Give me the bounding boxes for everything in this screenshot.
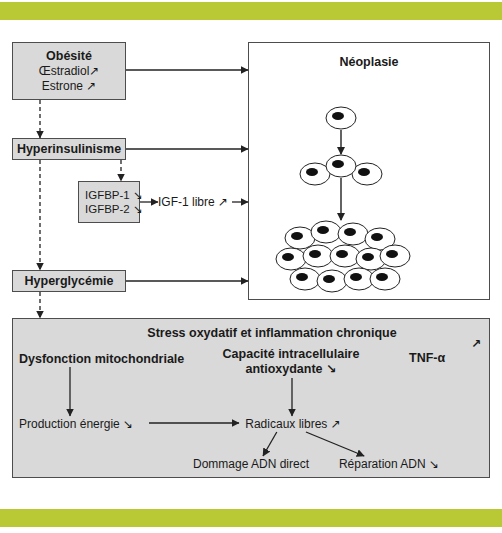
arrow-connector bbox=[69, 367, 70, 416]
nucleus bbox=[350, 273, 362, 281]
cell bbox=[344, 268, 374, 290]
node-label: Radicaux libres ↗ bbox=[245, 417, 340, 432]
growth-arrow bbox=[340, 178, 341, 220]
dashed-arrow bbox=[39, 100, 40, 138]
process-box: IGFBP-1 ↘IGFBP-2 ↘ bbox=[78, 181, 140, 223]
text-node: Capacité intracellulaire antioxydante ↘ bbox=[213, 346, 369, 378]
nucleus bbox=[376, 273, 388, 281]
cell bbox=[380, 245, 410, 267]
node-label: Néoplasie bbox=[339, 55, 398, 70]
header-band bbox=[0, 2, 502, 20]
text-node: Réparation ADN ↘ bbox=[327, 456, 451, 472]
arrow-connector bbox=[126, 69, 248, 70]
cell bbox=[330, 245, 360, 267]
node-label: Dysfonction mitochondriale bbox=[19, 352, 184, 367]
nucleus bbox=[323, 275, 335, 283]
nucleus bbox=[336, 250, 348, 258]
node-text: TNF-α bbox=[409, 351, 459, 366]
node-text: Estrone ↗ bbox=[42, 79, 97, 94]
nucleus bbox=[362, 253, 374, 261]
node-text: Œstradiol↗ bbox=[39, 64, 100, 79]
process-box: Hyperinsulinisme bbox=[12, 138, 126, 160]
node-label: IGF-1 libre ↗ bbox=[158, 195, 228, 210]
arrow-connector bbox=[232, 201, 248, 202]
growth-arrow bbox=[340, 130, 341, 154]
nucleus bbox=[358, 168, 370, 176]
node-text: ↗ bbox=[471, 337, 487, 352]
cell bbox=[326, 155, 356, 177]
node-label: IGFBP-1 ↘ bbox=[85, 188, 143, 202]
node-label: Stress oxydatif et inflammation chroniqu… bbox=[122, 326, 422, 341]
nucleus bbox=[332, 112, 344, 120]
arrow-connector bbox=[306, 432, 364, 456]
cell bbox=[326, 107, 356, 129]
nucleus bbox=[291, 232, 303, 240]
nucleus bbox=[344, 228, 356, 236]
nucleus bbox=[317, 226, 329, 234]
cell bbox=[300, 163, 330, 185]
arrow-connector bbox=[291, 378, 292, 416]
text-node: Production énergie ↘ bbox=[19, 416, 149, 432]
node-label: Obésité bbox=[46, 49, 92, 64]
text-node: Dommage ADN direct bbox=[191, 456, 311, 472]
text-node: Dysfonction mitochondriale bbox=[19, 351, 195, 367]
cell bbox=[290, 268, 320, 290]
cell bbox=[276, 248, 306, 270]
nucleus bbox=[306, 168, 318, 176]
nucleus bbox=[371, 233, 383, 241]
arrow-connector bbox=[149, 422, 239, 423]
text-node: Radicaux libres ↗ bbox=[239, 416, 347, 432]
cell bbox=[338, 223, 368, 245]
cell bbox=[311, 221, 341, 243]
nucleus bbox=[386, 250, 398, 258]
nucleus bbox=[282, 253, 294, 261]
arrow-connector bbox=[126, 148, 248, 149]
arrow-connector bbox=[140, 201, 158, 202]
node-text: IGFBP-2 ↘ bbox=[85, 202, 143, 216]
text-node: IGF-1 libre ↗ bbox=[158, 194, 232, 210]
cell bbox=[303, 245, 333, 267]
arrow-connector bbox=[126, 280, 248, 281]
node-label: Dommage ADN direct bbox=[193, 457, 309, 472]
dashed-arrow bbox=[120, 160, 121, 181]
nucleus bbox=[309, 250, 321, 258]
node-label: Capacité intracellulaire antioxydante ↘ bbox=[213, 347, 369, 377]
node-label: Production énergie ↘ bbox=[19, 417, 133, 432]
outcome-box: Néoplasie bbox=[248, 42, 490, 300]
node-label: Réparation ADN ↘ bbox=[339, 457, 439, 472]
mechanism-box: Stress oxydatif et inflammation chroniqu… bbox=[12, 318, 490, 478]
dashed-arrow bbox=[39, 160, 40, 270]
process-box: Hyperglycémie bbox=[12, 270, 126, 292]
process-box: ObésitéŒstradiol↗Estrone ↗ bbox=[12, 42, 126, 100]
nucleus bbox=[332, 160, 344, 168]
cell bbox=[352, 163, 382, 185]
footer-band bbox=[0, 509, 502, 527]
dashed-arrow bbox=[39, 292, 40, 318]
cell bbox=[285, 227, 315, 249]
cell bbox=[356, 248, 386, 270]
node-label: Hyperglycémie bbox=[25, 274, 114, 289]
arrow-connector bbox=[263, 432, 277, 456]
nucleus bbox=[296, 273, 308, 281]
cell bbox=[370, 268, 400, 290]
node-label: Hyperinsulinisme bbox=[17, 142, 121, 157]
cell bbox=[317, 270, 347, 292]
cell bbox=[365, 228, 395, 250]
